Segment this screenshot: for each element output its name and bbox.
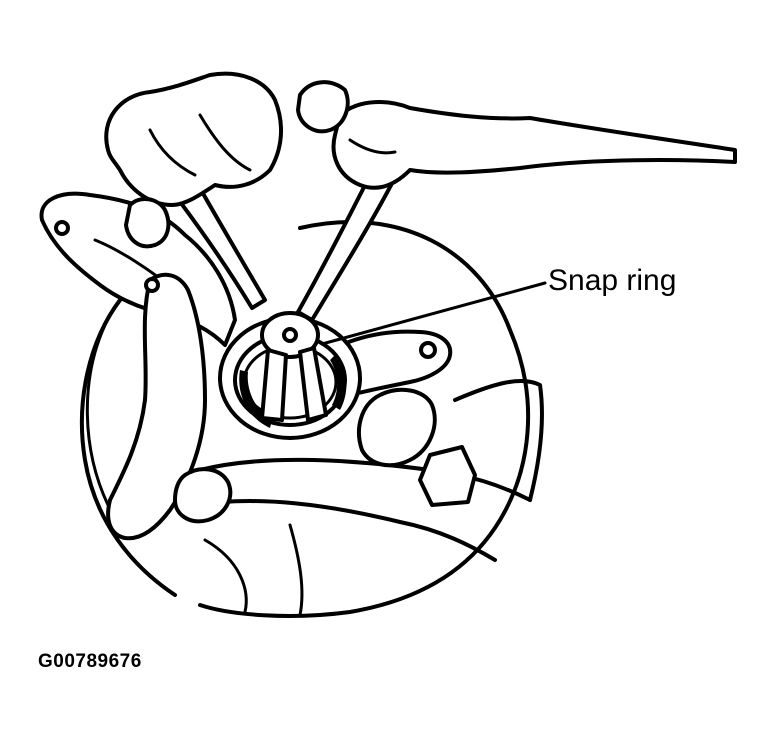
snap-ring-callout-label: Snap ring <box>548 264 677 297</box>
figure-id-label: G00789676 <box>38 651 142 672</box>
callout-leader-line <box>320 281 547 346</box>
hand-icon <box>104 71 737 249</box>
backing-plate <box>79 219 544 618</box>
